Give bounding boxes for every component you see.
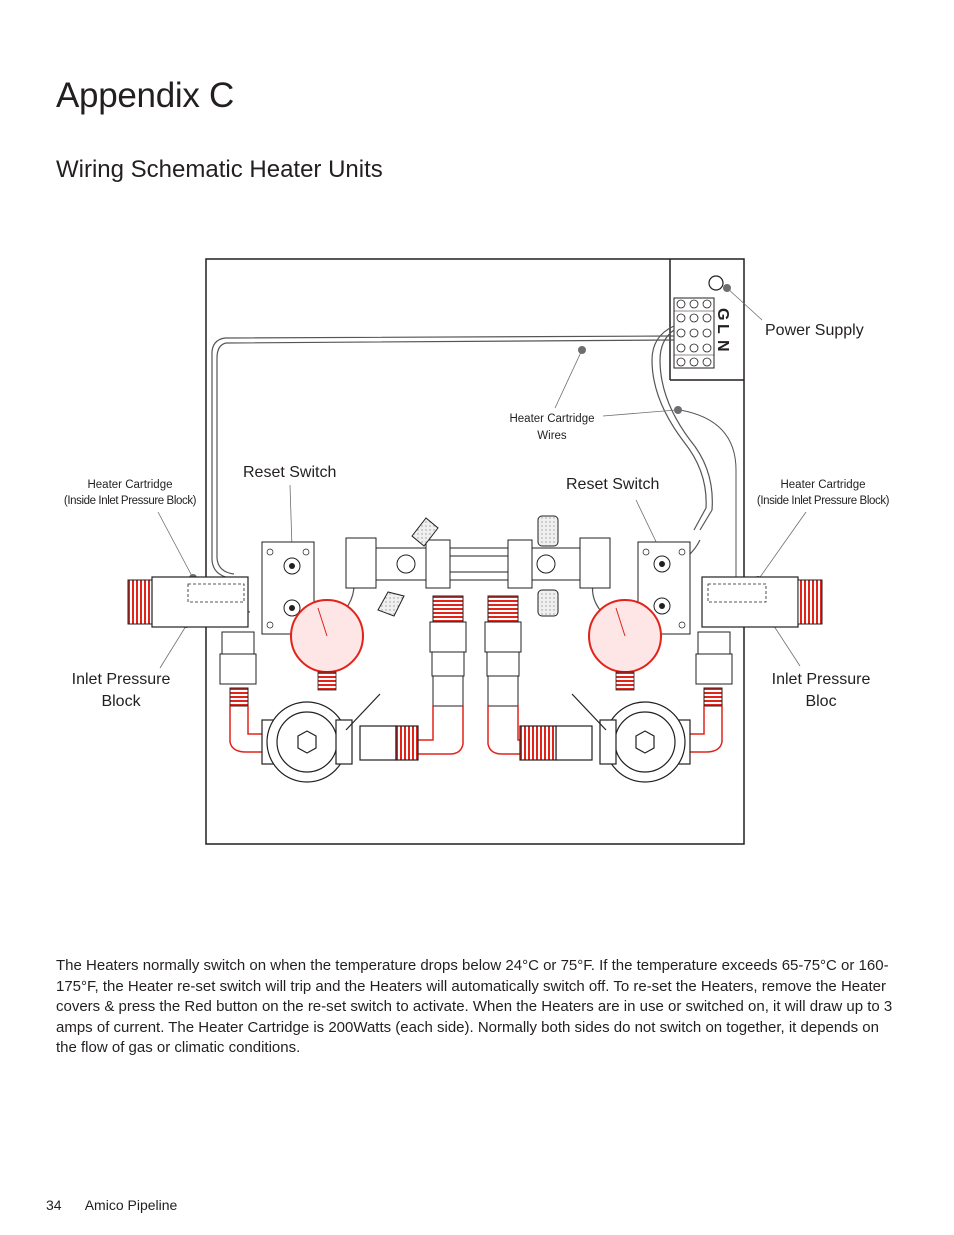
footer-brand: Amico Pipeline (84, 1197, 178, 1213)
page-footer: 34 Amico Pipeline (46, 1197, 177, 1213)
right-reset-switch-label: Reset Switch (566, 476, 659, 493)
left-inlet-label-line2: Block (101, 693, 141, 710)
power-supply-label: Power Supply (765, 322, 864, 339)
lower-elbows (229, 706, 723, 755)
cartridge-wires-label-line1: Heater Cartridge (509, 413, 594, 425)
terminal-l-label: L (714, 324, 731, 334)
page-number: 34 (46, 1197, 62, 1213)
right-inlet-pressure-block (701, 576, 823, 628)
right-pressure-gauge (588, 599, 662, 691)
cartridge-wires-label-line2: Wires (537, 430, 567, 442)
left-inlet-label-line1: Inlet Pressure (72, 671, 171, 688)
section-title: Wiring Schematic Heater Units (56, 156, 383, 183)
right-reset-switch (637, 541, 691, 635)
right-cartridge-label-line2: (Inside Inlet Pressure Block) (757, 495, 890, 507)
regulators (261, 693, 691, 783)
left-cartridge-label-line1: Heater Cartridge (87, 479, 172, 491)
central-manifold (345, 515, 611, 617)
left-inlet-pressure-block (127, 576, 249, 628)
left-cartridge-label-line2: (Inside Inlet Pressure Block) (64, 495, 197, 507)
terminal-n-label: N (714, 340, 731, 352)
left-pressure-gauge (290, 599, 364, 691)
right-inlet-label-line2: Bloc (805, 693, 836, 710)
power-supply-terminal-block: G L N (673, 275, 731, 369)
description-paragraph: The Heaters normally switch on when the … (56, 957, 893, 1057)
left-reset-switch-label: Reset Switch (243, 464, 336, 481)
terminal-g-label: G (714, 308, 731, 320)
lower-pipe-fittings (219, 595, 733, 707)
page-title: Appendix C (56, 76, 234, 115)
right-inlet-label-line1: Inlet Pressure (772, 671, 871, 688)
left-reset-switch (261, 541, 315, 635)
right-cartridge-label-line1: Heater Cartridge (780, 479, 865, 491)
